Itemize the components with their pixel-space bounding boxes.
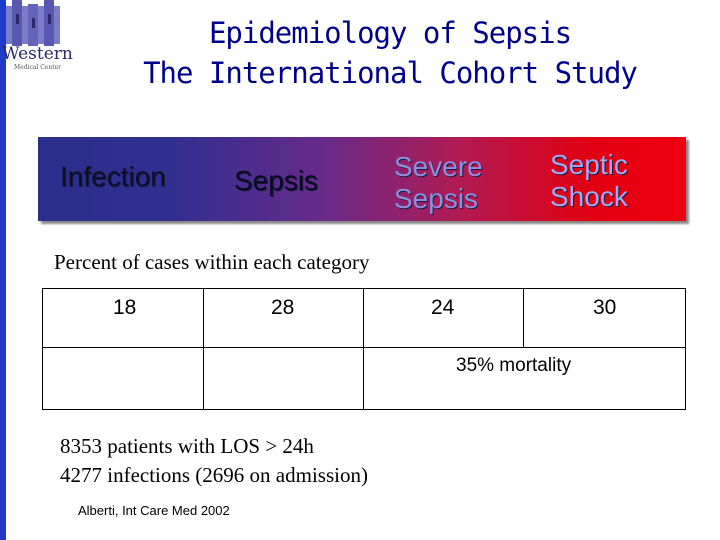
percent-septic-shock: 30 [593, 296, 617, 319]
info-patients: 8353 patients with LOS > 24h [60, 434, 314, 458]
stage-severe-sepsis-text: Severe Sepsis [394, 151, 483, 214]
stage-septic-shock: Septic Shock [550, 149, 650, 213]
percent-infection: 18 [113, 296, 137, 319]
percent-severe-sepsis: 24 [431, 296, 455, 319]
left-accent-bar [0, 0, 6, 540]
sepsis-spectrum-banner: Infection Sepsis Severe Sepsis Septic Sh… [38, 137, 686, 221]
stage-severe-sepsis: Severe Sepsis [394, 151, 504, 215]
western-logo: Western Medical Center [0, 0, 73, 80]
column-divider [363, 289, 364, 409]
slide-title-line-2: The International Cohort Study [143, 56, 638, 90]
stage-infection: Infection [60, 161, 166, 192]
info-infections: 4277 infections (2696 on admission) [60, 463, 368, 487]
mortality-label: 35% mortality [456, 355, 572, 376]
slide-title-line-1: Epidemiology of Sepsis [208, 16, 572, 50]
citation: Alberti, Int Care Med 2002 [78, 503, 230, 518]
logo-name: Western [2, 44, 73, 64]
castle-icon [6, 0, 60, 46]
stage-sepsis: Sepsis [234, 165, 319, 196]
logo-subtitle: Medical Center [14, 64, 62, 71]
stage-septic-shock-text: Septic Shock [550, 149, 628, 212]
percent-sepsis: 28 [271, 296, 295, 319]
percent-caption: Percent of cases within each category [54, 250, 370, 274]
column-divider [203, 289, 204, 409]
column-divider [523, 289, 524, 347]
percent-table: 18 28 24 30 35% mortality [42, 288, 686, 410]
study-info: 8353 patients with LOS > 24h 4277 infect… [60, 432, 368, 490]
table-divider [43, 347, 685, 348]
